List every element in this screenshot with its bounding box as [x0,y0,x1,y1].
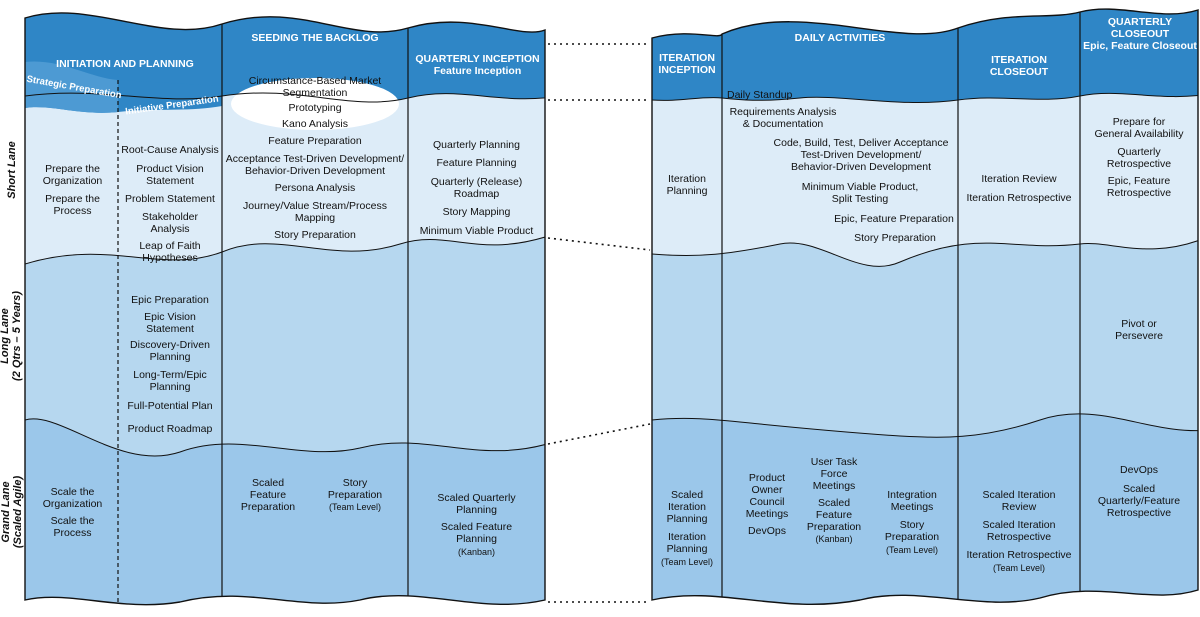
grand-daily-note: (Kanban) [815,534,853,544]
grand-daily-item: Integration Meetings [887,489,937,513]
long-initiative-item: Epic Preparation [131,294,209,306]
short-strategic-item: Prepare the Process [45,193,100,217]
short-quarterly-item: Story Mapping [442,206,511,218]
lane-label-grand: Grand Lane (Scaled Agile) [0,475,24,549]
short-initiative-item: Leap of Faith Hypotheses [139,240,201,264]
short-quarterly-item: Feature Planning [436,157,517,169]
grand-daily-item: Scaled Feature Preparation [806,497,862,533]
grand-quarterly-item: Scaled Feature Planning [440,521,513,545]
short-seeding-item: Circumstance-Based Market Segmentation [248,75,382,99]
short-seeding-item: Prototyping [288,102,342,114]
grand-strategic-item: Scale the Process [50,515,95,539]
short-daily-item: Code, Build, Test, Deliver Acceptance Te… [773,137,949,173]
header-epic-feature-closeout: Epic, Feature Closeout [1083,40,1197,52]
short-seeding-item: Feature Preparation [268,135,362,147]
grand-iteration-closeout-note: (Team Level) [992,563,1046,573]
short-daily-item: Daily Standup [727,89,793,101]
grand-iteration-closeout-item: Scaled Iteration Review [982,489,1056,513]
grand-seeding-note: (Team Level) [328,502,382,512]
short-quarterly-item: Quarterly Planning [433,139,520,151]
grand-seeding-item: Story Preparation [327,477,383,501]
grand-iteration-closeout-item: Iteration Retrospective [966,549,1072,561]
grand-iteration-closeout-item: Scaled Iteration Retrospective [982,519,1056,543]
grand-quarterly-note: (Kanban) [457,547,496,557]
header-quarterly-inception: QUARTERLY INCEPTION [415,53,540,65]
long-initiative-item: Long-Term/Epic Planning [133,369,207,393]
short-iteration-closeout-item: Iteration Review [981,173,1057,185]
short-daily-item: Epic, Feature Preparation [834,213,954,225]
short-seeding-item: Journey/Value Stream/Process Mapping [243,200,387,224]
grand-iteration-inception-item: Scaled Iteration Planning [666,489,708,525]
header-iteration-closeout: ITERATION CLOSEOUT [989,54,1049,78]
header-quarterly-closeout: QUARTERLY CLOSEOUT [1107,16,1173,40]
short-initiative-item: Stakeholder Analysis [141,211,199,235]
short-daily-item: Requirements Analysis & Documentation [729,106,837,130]
short-quarterly-closeout-item: Prepare for General Availability [1094,116,1184,140]
short-quarterly-item: Minimum Viable Product [419,225,534,237]
grand-daily-item: Product Owner Council Meetings [745,472,789,520]
short-daily-item: Story Preparation [854,232,936,244]
short-seeding-item: Acceptance Test-Driven Development/ Beha… [225,153,405,177]
long-initiative-item: Discovery-Driven Planning [130,339,210,363]
grand-iteration-inception-note: (Team Level) [660,557,714,567]
header-iteration-inception: ITERATION INCEPTION [658,52,716,76]
short-seeding-item: Story Preparation [274,229,356,241]
header-initiation: INITIATION AND PLANNING [56,58,194,70]
grand-quarterly-closeout-item: Scaled Quarterly/Feature Retrospective [1097,483,1181,519]
short-quarterly-closeout-item: Quarterly Retrospective [1106,146,1172,170]
long-quarterly-closeout-item: Pivot or Persevere [1115,318,1163,342]
grand-daily-item: Story Preparation [884,519,940,543]
short-quarterly-item: Quarterly (Release) Roadmap [430,176,523,200]
long-initiative-item: Epic Vision Statement [144,311,196,335]
lane-label-long: Long Lane (2 Qtrs – 5 Years) [0,291,23,381]
grand-seeding-item: Scaled Feature Preparation [240,477,296,513]
grand-iteration-inception-item: Iteration Planning [666,531,708,555]
grand-quarterly-item: Scaled Quarterly Planning [437,492,516,516]
short-initiative-item: Product Vision Statement [136,163,204,187]
long-initiative-item: Full-Potential Plan [127,400,213,412]
short-initiative-item: Problem Statement [125,193,215,205]
short-seeding-item: Kano Analysis [282,118,348,130]
header-seeding: SEEDING THE BACKLOG [251,32,379,44]
short-initiative-item: Root-Cause Analysis [121,144,219,156]
header-feature-inception: Feature Inception [433,65,522,77]
short-seeding-item: Persona Analysis [274,182,356,194]
short-strategic-item: Prepare the Organization [42,163,103,187]
grand-strategic-item: Scale the Organization [42,486,103,510]
header-daily-activities: DAILY ACTIVITIES [794,32,886,44]
lane-label-short: Short Lane [6,141,18,199]
grand-quarterly-closeout-item: DevOps [1120,464,1158,476]
short-iteration-closeout-item: Iteration Retrospective [966,192,1072,204]
grand-daily-item: User Task Force Meetings [810,456,858,492]
short-daily-item: Minimum Viable Product, Split Testing [801,181,919,205]
long-initiative-item: Product Roadmap [127,423,213,435]
grand-daily-item: DevOps [748,525,786,537]
grand-daily-note: (Team Level) [885,545,939,555]
short-iteration-inception-item: Iteration Planning [666,173,708,197]
short-quarterly-closeout-item: Epic, Feature Retrospective [1106,175,1172,199]
